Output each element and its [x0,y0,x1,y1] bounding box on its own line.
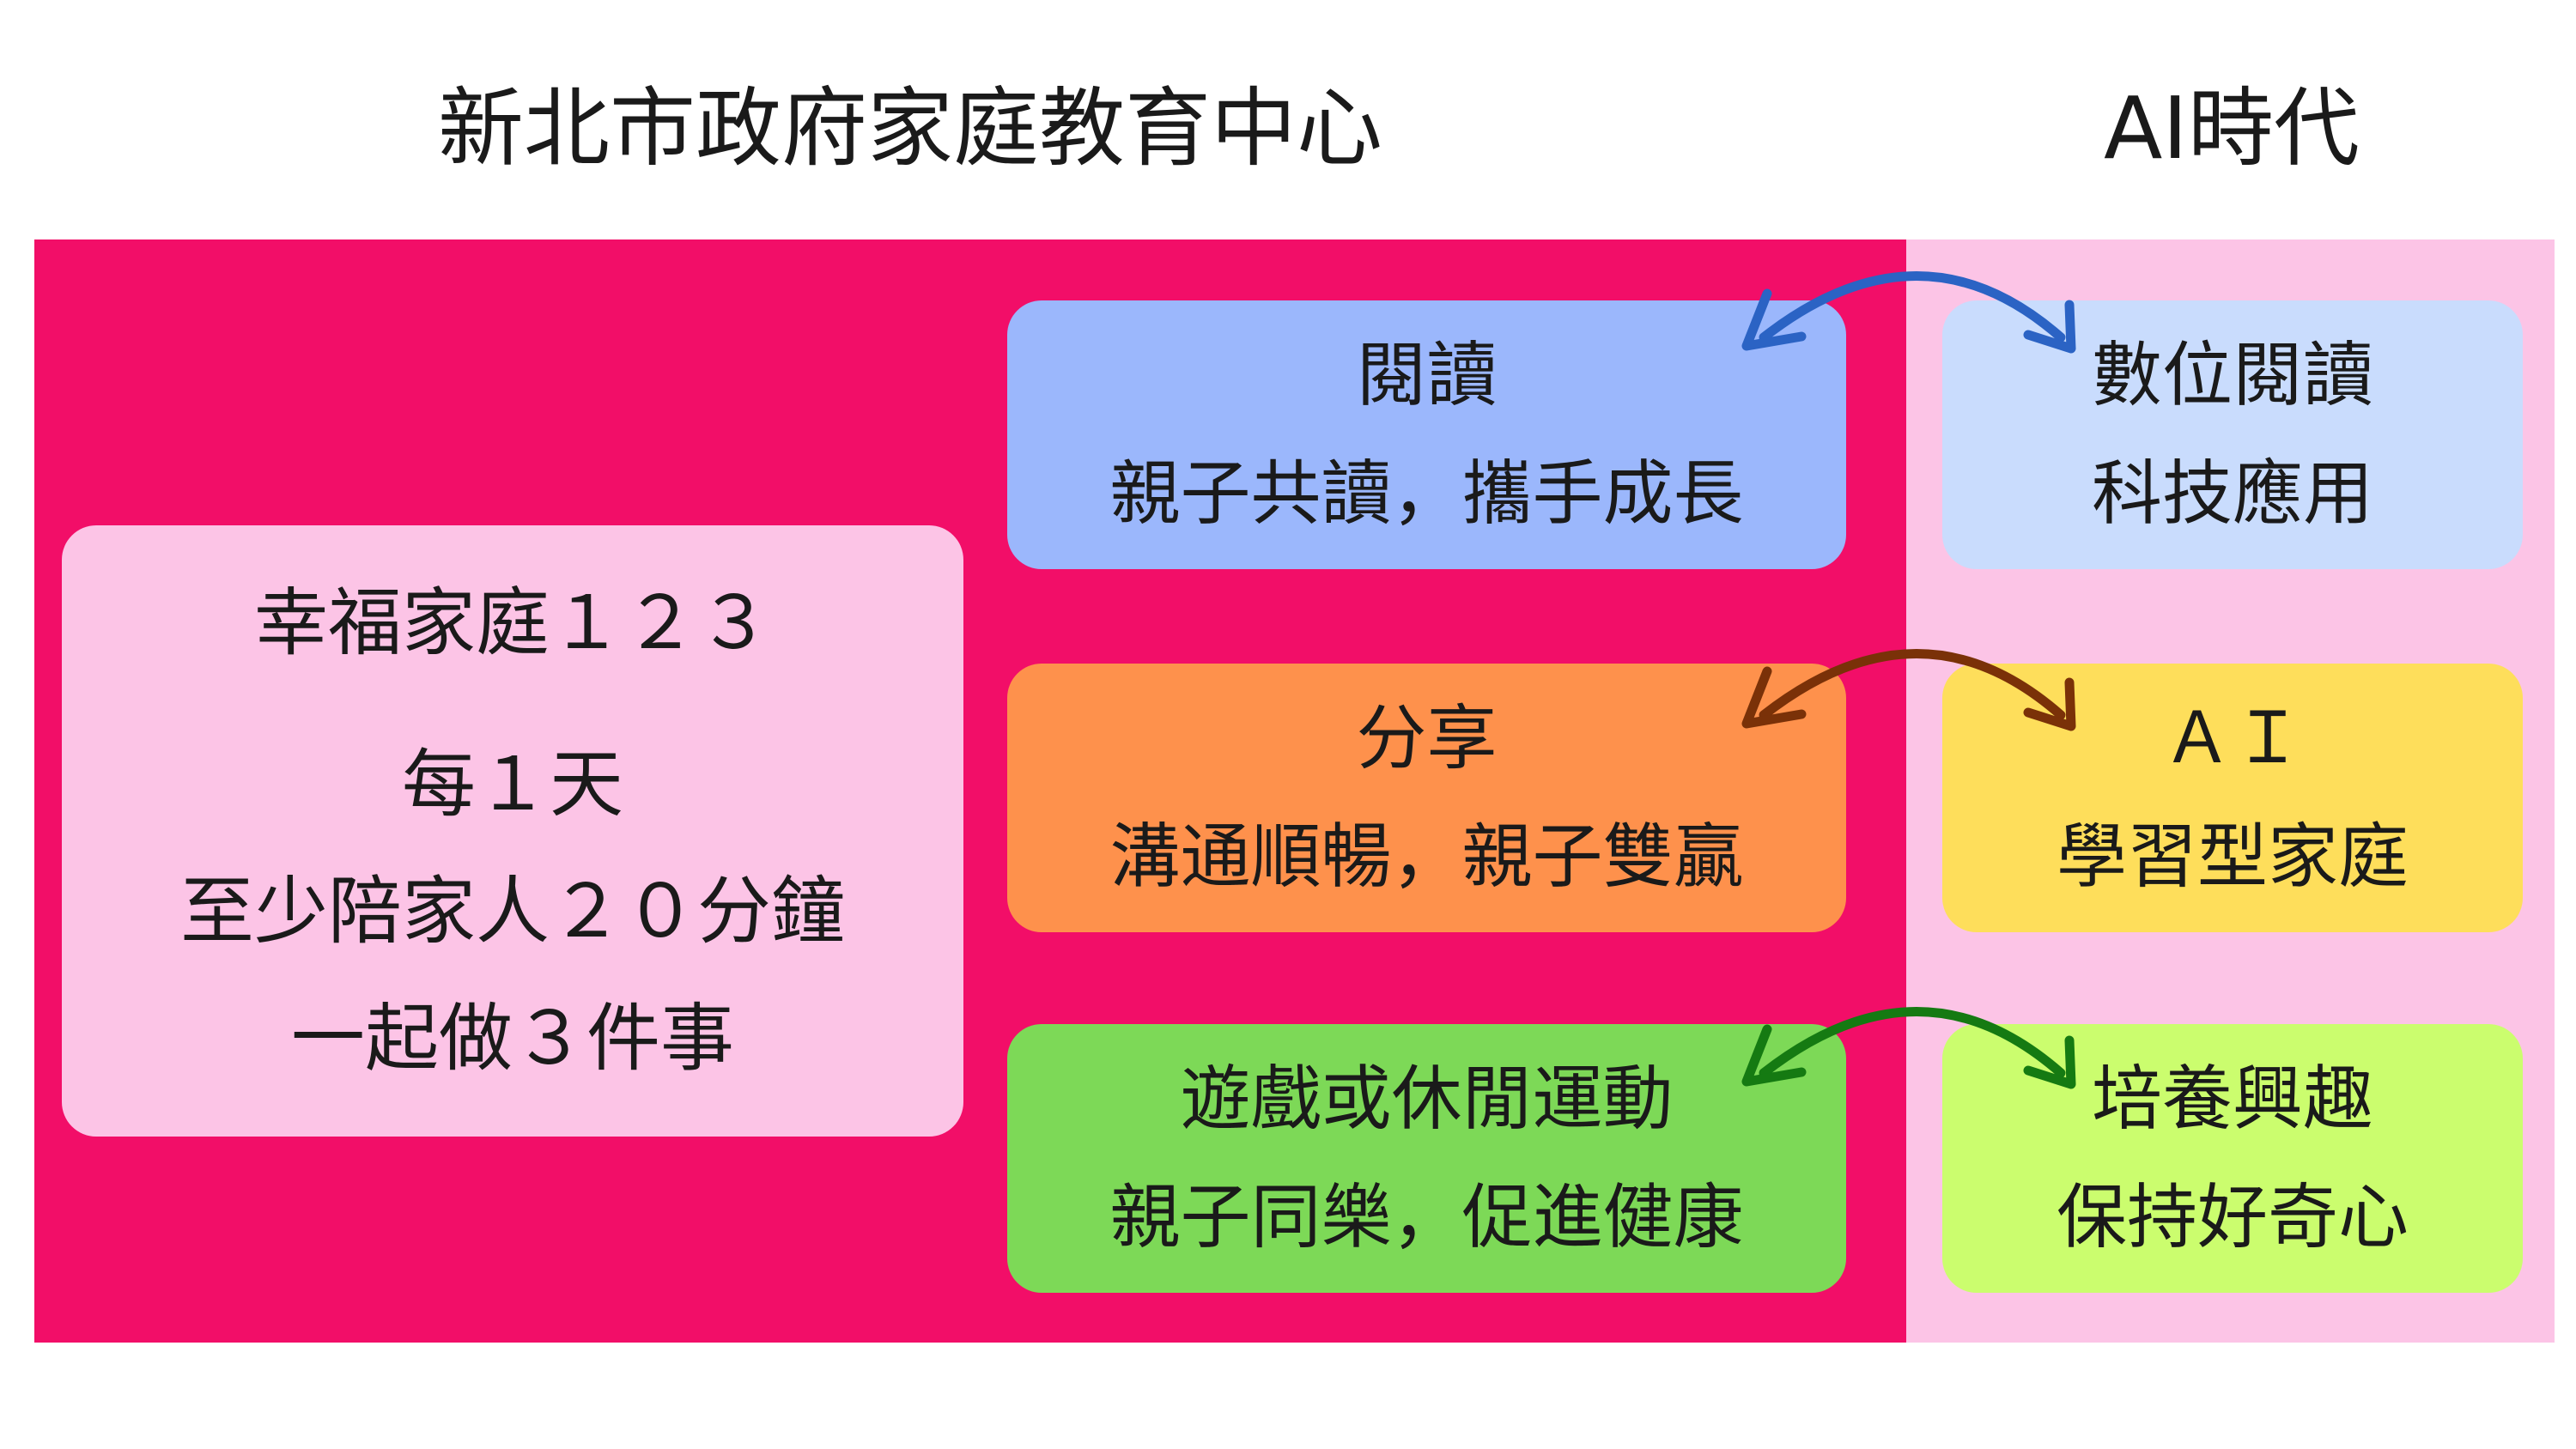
reading-subtitle: 親子共讀，攜手成長 [1109,452,1744,535]
ai-era-title: AI時代 [2104,78,2360,179]
interest-title: 培養興趣 [2091,1058,2373,1140]
double-arrow-blue [1741,271,2076,354]
interest-subtitle: 保持好奇心 [2056,1176,2409,1258]
ai-title: ＡＩ [2161,697,2303,779]
happy-family-123-box: 幸福家庭１２３ 每１天 至少陪家人２０分鐘 一起做３件事 [62,525,963,1137]
sharing-subtitle: 溝通順暢，親子雙贏 [1109,815,1744,898]
digital-reading-subtitle: 科技應用 [2091,452,2373,535]
interest-box: 培養興趣 保持好奇心 [1942,1024,2523,1293]
double-arrow-brown [1741,649,2076,731]
sharing-box: 分享 溝通順暢，親子雙贏 [1007,664,1846,932]
center-title: 新北市政府家庭教育中心 [438,78,1382,179]
ai-subtitle: 學習型家庭 [2056,815,2409,898]
sharing-title: 分享 [1356,697,1498,779]
digital-reading-box: 數位閱讀 科技應用 [1942,300,2523,569]
play-subtitle: 親子同樂，促進健康 [1109,1176,1744,1258]
main-box-line-minutes: 至少陪家人２０分鐘 [180,869,845,955]
ai-learning-box: ＡＩ 學習型家庭 [1942,664,2523,932]
reading-box: 閱讀 親子共讀，攜手成長 [1007,300,1846,569]
double-arrow-green [1741,1007,2076,1089]
play-exercise-box: 遊戲或休閒運動 親子同樂，促進健康 [1007,1024,1846,1293]
main-box-line-daily: 每１天 [402,742,623,828]
reading-title: 閱讀 [1356,334,1498,416]
digital-reading-title: 數位閱讀 [2091,334,2373,416]
play-title: 遊戲或休閒運動 [1180,1058,1674,1140]
main-box-line-things: 一起做３件事 [291,996,734,1082]
main-box-heading: 幸福家庭１２３ [254,580,771,666]
